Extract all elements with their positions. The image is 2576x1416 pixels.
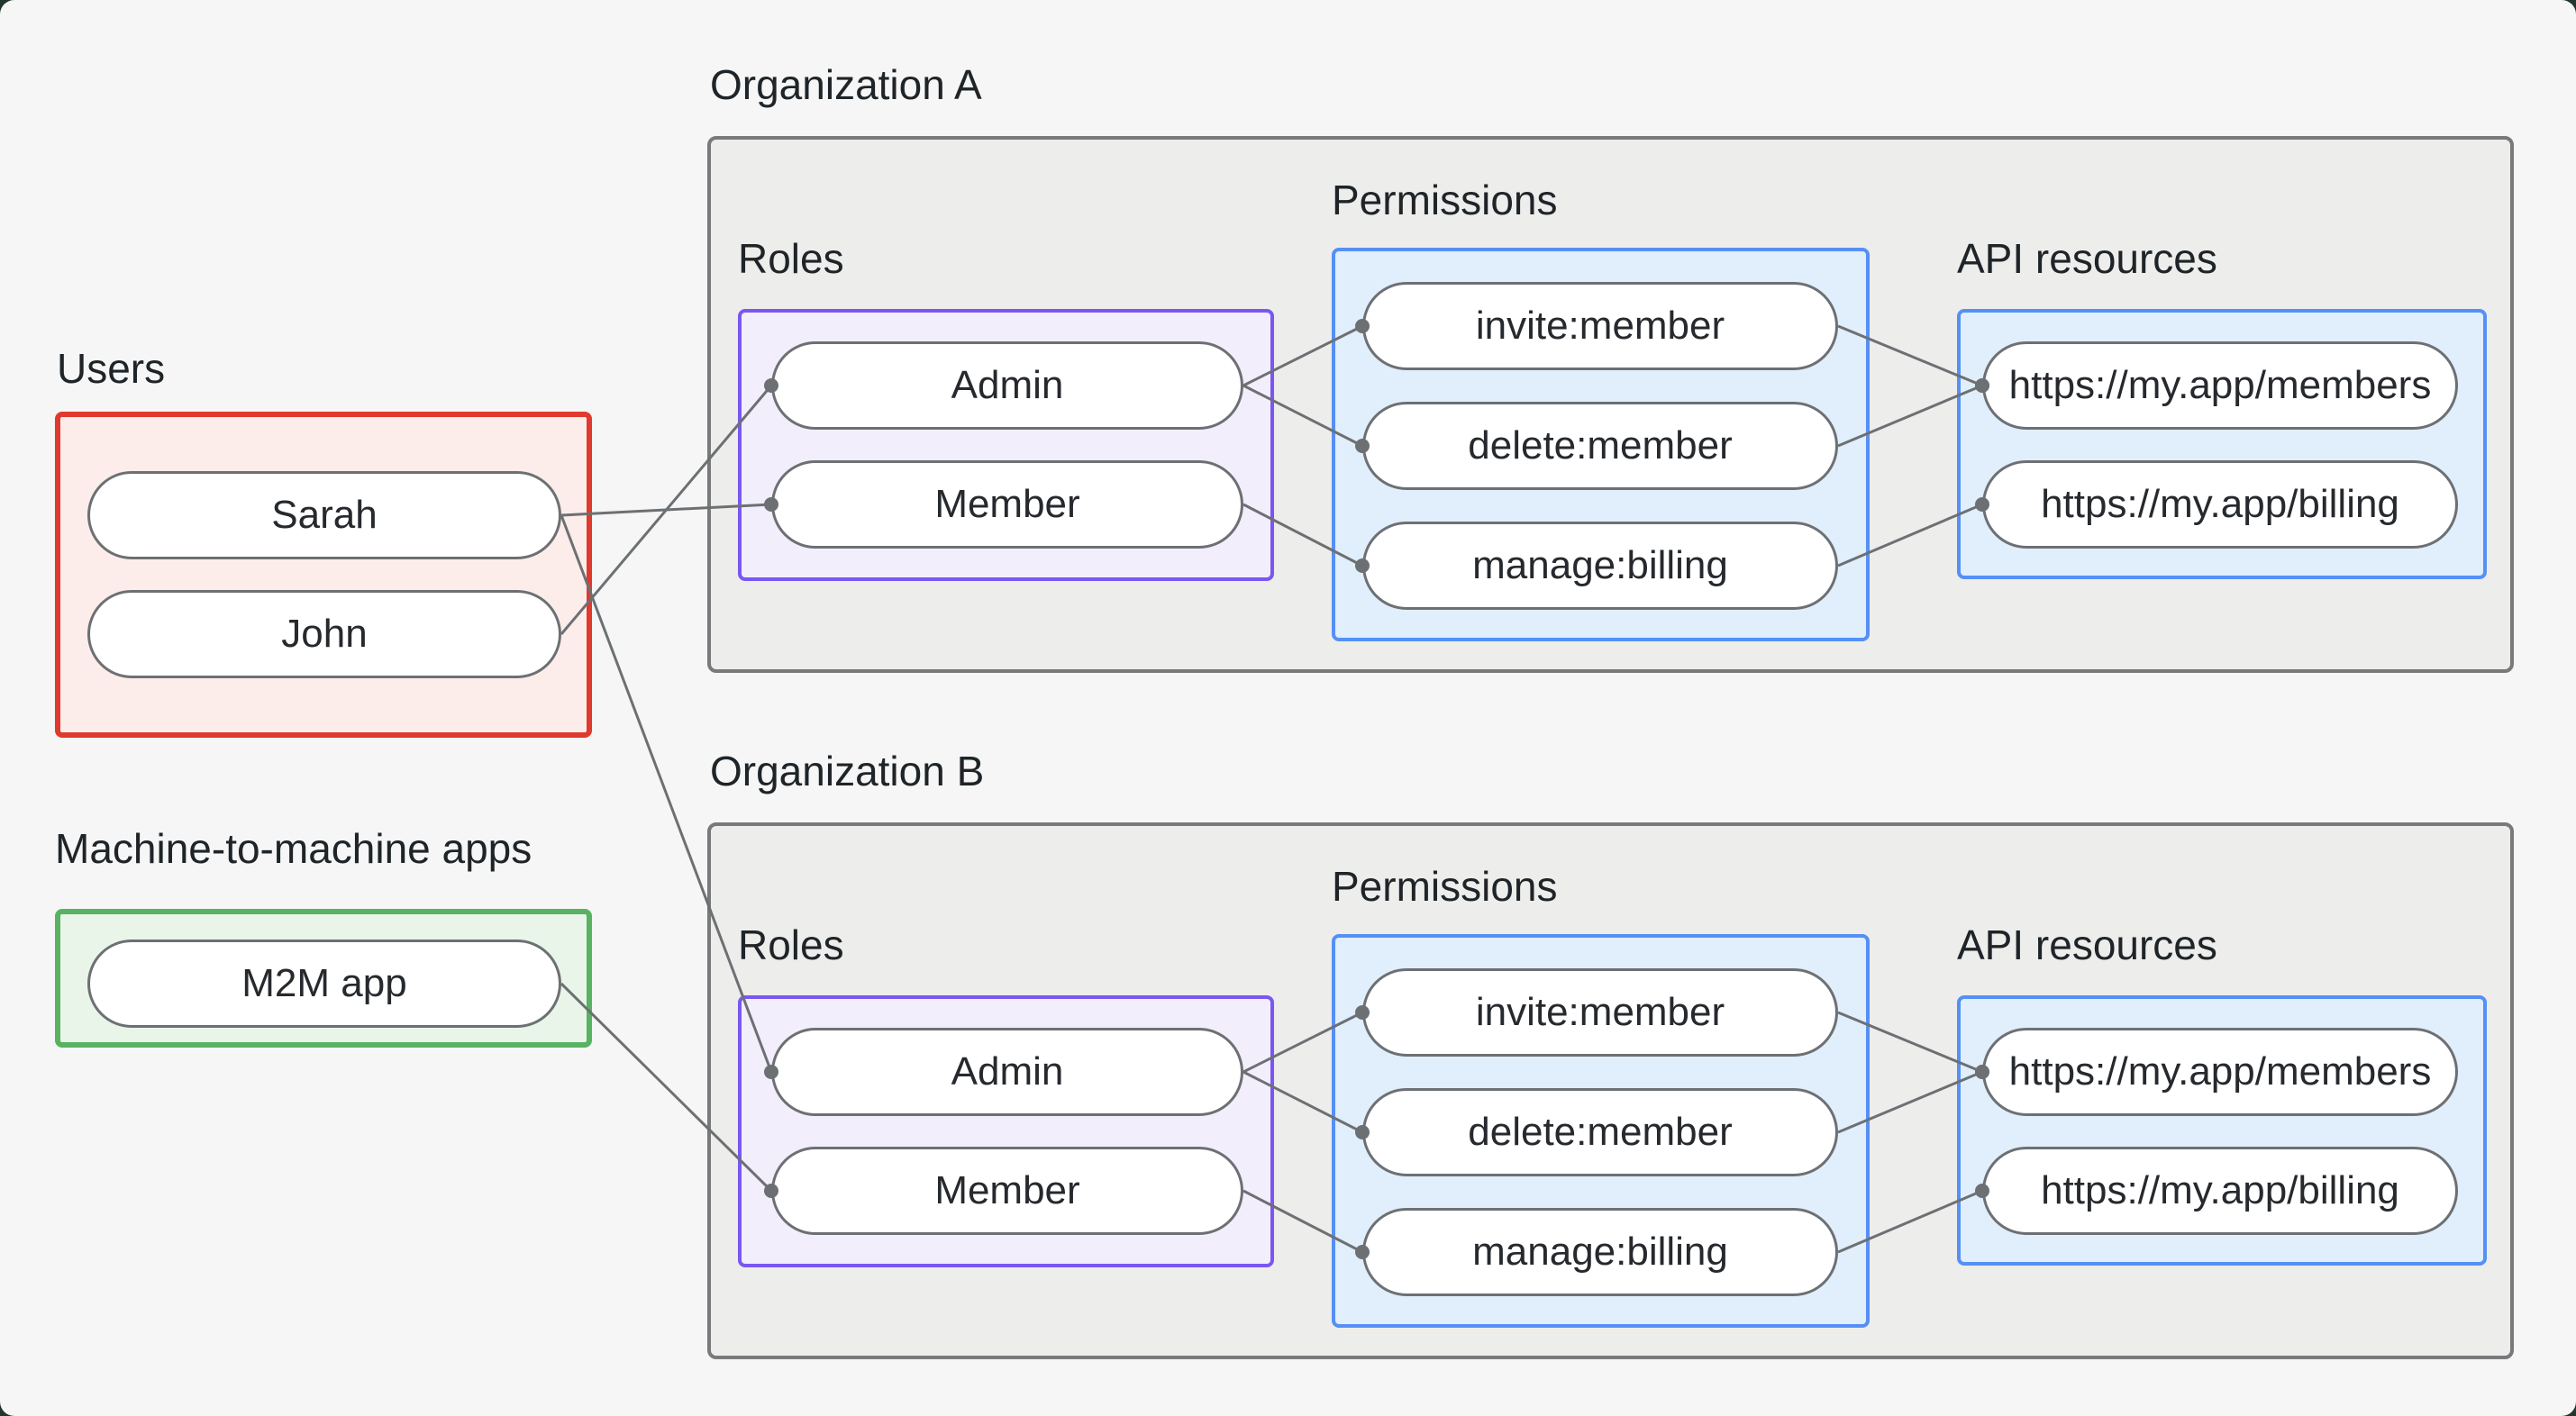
org-a-roles-title: Roles [738,235,844,282]
org-b-permissions-title: Permissions [1332,863,1558,910]
org-b-role-member: Member [771,1147,1243,1235]
org-b-permission-manage: manage:billing [1362,1208,1838,1296]
org-a-api-members: https://my.app/members [1982,341,2458,430]
m2m-section-title: Machine-to-machine apps [55,825,532,872]
user-node-john: John [87,590,561,678]
org-a-role-admin: Admin [771,341,1243,430]
org-a-api-resources-title: API resources [1957,235,2217,282]
org-a-permission-manage: manage:billing [1362,522,1838,610]
org-b-role-admin: Admin [771,1028,1243,1116]
org-b-roles-title: Roles [738,921,844,968]
user-node-sarah: Sarah [87,471,561,559]
org-a-role-member: Member [771,460,1243,549]
org-b-api-billing: https://my.app/billing [1982,1147,2458,1235]
org-b-permission-invite: invite:member [1362,968,1838,1057]
organization-b-title: Organization B [710,748,985,794]
org-a-permission-invite: invite:member [1362,282,1838,370]
org-b-api-resources-title: API resources [1957,921,2217,968]
org-a-permission-delete: delete:member [1362,402,1838,490]
users-section-title: Users [57,345,166,392]
org-b-api-members: https://my.app/members [1982,1028,2458,1116]
org-a-permissions-title: Permissions [1332,177,1558,223]
organization-a-title: Organization A [710,61,982,108]
users-group-box [55,412,592,738]
m2m-app-node: M2M app [87,939,561,1028]
org-b-permission-delete: delete:member [1362,1088,1838,1176]
org-a-api-billing: https://my.app/billing [1982,460,2458,549]
